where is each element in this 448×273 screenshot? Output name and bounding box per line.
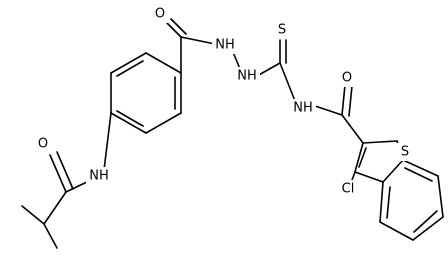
atom-o-amide: O xyxy=(342,71,352,86)
atom-nh-thiourea: NH xyxy=(293,101,313,116)
atom-cl: Cl xyxy=(342,182,355,197)
atom-nh-hydrazide-1: NH xyxy=(215,38,235,53)
atom-o-benzoyl: O xyxy=(155,7,165,22)
atom-o-isobutyryl: O xyxy=(38,137,48,152)
atom-nh-hydrazide-2: NH xyxy=(237,69,257,84)
bond-lines xyxy=(21,18,444,249)
atom-labels: O NH NH S NH O S Cl O NH xyxy=(35,5,413,198)
atom-nh-anilide: NH xyxy=(89,169,109,184)
atom-s-thiophene: S xyxy=(401,145,409,160)
atom-s-thione: S xyxy=(278,23,286,38)
